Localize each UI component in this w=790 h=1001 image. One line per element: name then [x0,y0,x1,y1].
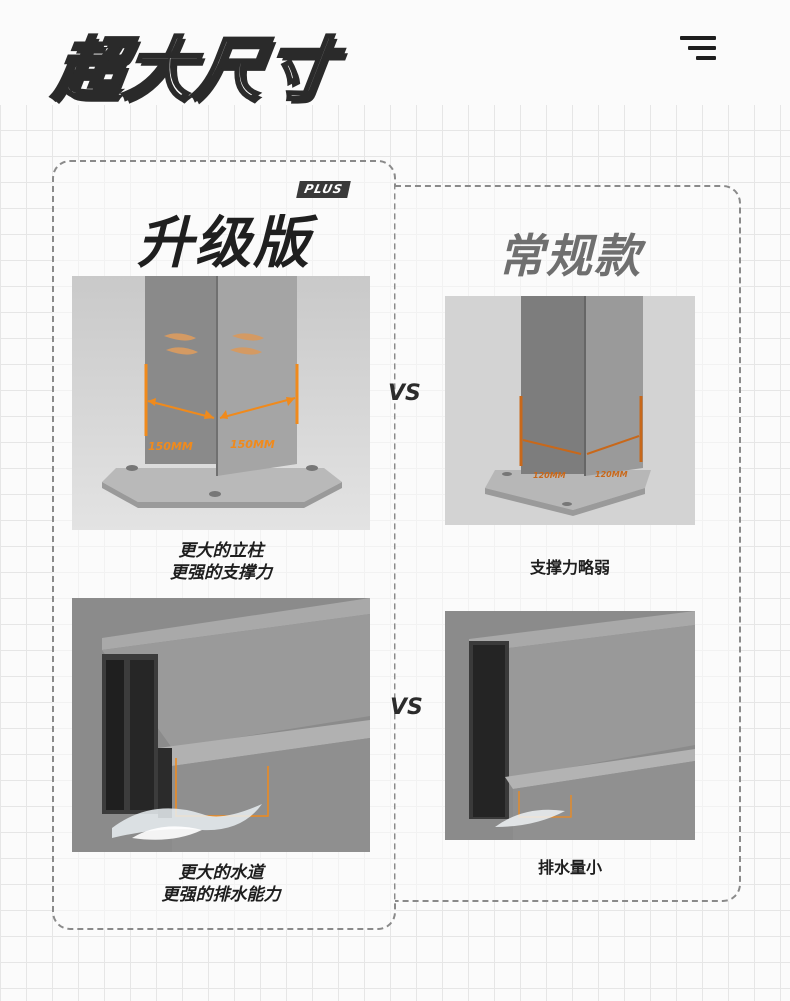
upgrade-post-image: 150MM 150MM [72,276,370,530]
upgrade-channel-image [72,598,370,852]
menu-icon[interactable] [680,36,716,62]
standard-channel-caption: 排水量小 [537,858,602,877]
vs-label-bottom: VS [390,695,423,720]
standard-channel-image [445,611,695,840]
standard-title: 常规款 [498,229,642,283]
header-band [0,0,790,105]
vs-label-top: VS [388,381,421,406]
upgrade-channel-caption-line2: 更强的排水能力 [161,885,281,905]
page-title: 超大尺寸 [48,30,342,112]
upgrade-post-caption-line2: 更强的支撑力 [170,563,272,583]
upgrade-channel-caption-line1: 更大的水道 [178,863,264,883]
standard-post-caption: 支撑力略弱 [529,558,610,577]
upgrade-post-caption: 更大的立柱 更强的支撑力 [72,540,370,584]
upgrade-dim-right: 150MM [230,438,275,451]
upgrade-channel-caption: 更大的水道 更强的排水能力 [72,862,370,906]
plus-badge: PLUS [296,181,351,198]
upgrade-title: 升级版 [137,211,311,276]
standard-dim-left: 120MM [533,471,566,480]
upgrade-post-caption-line1: 更大的立柱 [178,541,264,561]
standard-post-image: 120MM 120MM [445,296,695,525]
standard-dim-right: 120MM [595,470,628,479]
upgrade-dim-left: 150MM [148,440,193,453]
